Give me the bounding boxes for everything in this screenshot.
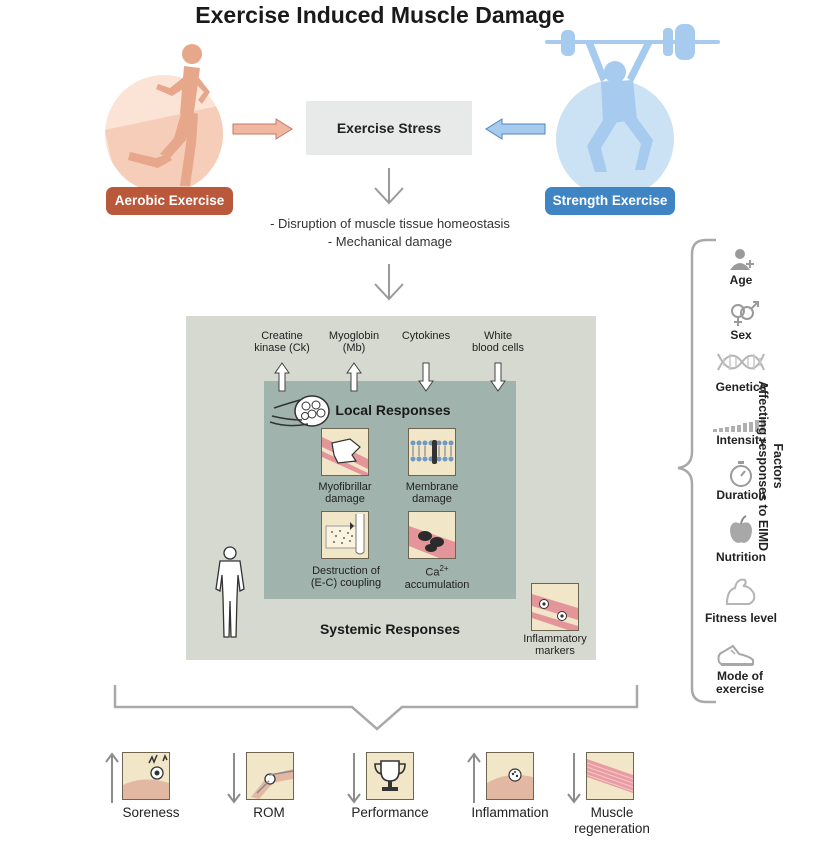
sneaker-icon: [717, 644, 754, 666]
down-arrow-icon: [374, 264, 404, 301]
down-arrow-icon: [490, 362, 506, 392]
soreness-icon: [122, 752, 170, 800]
outcome-label: ROM: [253, 805, 285, 820]
down-arrow-icon: [374, 168, 404, 205]
disruption-line: - Mechanical damage: [327, 234, 453, 249]
exercise-stress-box: Exercise Stress: [306, 101, 472, 155]
inflammatory-markers-icon: [531, 583, 579, 631]
membrane-damage-icon: [408, 428, 456, 476]
marker-label: Myoglobin(Mb): [328, 330, 380, 354]
outcome-label: Soreness: [122, 805, 180, 820]
down-arrow-icon: [227, 753, 241, 804]
muscle-regeneration-icon: [586, 752, 634, 800]
calcium-accumulation-icon: [408, 511, 456, 559]
stopwatch-icon: [730, 461, 752, 487]
rom-icon: [246, 752, 294, 800]
ec-coupling-icon: [321, 511, 369, 559]
factor-label: Fitness level: [704, 611, 778, 625]
human-body-icon: [215, 546, 245, 638]
myofibrillar-damage-icon: [321, 428, 369, 476]
local-responses-title: Local Responses: [335, 402, 451, 418]
local-item-label: Ca2+accumulation: [404, 564, 470, 591]
up-arrow-icon: [467, 752, 481, 803]
inflammation-icon: [486, 752, 534, 800]
disruption-line: - Disruption of muscle tissue homeostasi…: [270, 216, 510, 231]
trophy-icon: [366, 752, 414, 800]
bottom-brace: [113, 685, 639, 731]
factor-label: Nutrition: [716, 550, 766, 564]
up-arrow-icon: [346, 362, 362, 392]
factor-label: Mode of exercise: [715, 669, 765, 696]
intensity-icon: [713, 418, 765, 432]
right-brace: [677, 238, 716, 704]
outcome-label: Performance: [351, 805, 429, 820]
muscle-fiber-icon: [269, 395, 330, 427]
marker-label: Cytokines: [401, 330, 451, 342]
factor-label: Age: [729, 273, 753, 287]
down-arrow-icon: [347, 753, 361, 804]
up-arrow-icon: [105, 752, 119, 803]
runner-icon: [128, 44, 210, 186]
aerobic-arrow-icon: [232, 118, 293, 140]
sex-icon: [731, 301, 759, 326]
factor-label: Genetics: [715, 380, 767, 394]
factor-label: Duration: [716, 488, 766, 502]
factor-label: Sex: [730, 328, 752, 342]
aerobic-exercise-label: Aerobic Exercise: [106, 187, 233, 215]
dna-icon: [717, 353, 765, 371]
down-arrow-icon: [567, 753, 581, 804]
age-icon: [730, 249, 754, 270]
apple-icon: [730, 515, 752, 543]
factor-label: Intensity: [716, 433, 766, 447]
factors-title: Factors Affecting responses to EIMD: [756, 380, 785, 552]
local-item-label: Destruction of(E-C) coupling: [310, 565, 382, 589]
outcome-label: Muscle regeneration: [574, 805, 650, 836]
up-arrow-icon: [274, 362, 290, 392]
flexed-arm-icon: [725, 578, 756, 605]
strength-exercise-label: Strength Exercise: [545, 187, 675, 215]
outcome-label: Inflammation: [471, 805, 549, 820]
strength-arrow-icon: [485, 118, 546, 140]
diagram-title: Exercise Induced Muscle Damage: [195, 2, 565, 28]
disruption-text: - Disruption of muscle tissue homeostasi…: [235, 215, 545, 251]
systemic-responses-title: Systemic Responses: [319, 621, 461, 637]
down-arrow-icon: [418, 362, 434, 392]
weightlifter-icon: [545, 24, 720, 172]
